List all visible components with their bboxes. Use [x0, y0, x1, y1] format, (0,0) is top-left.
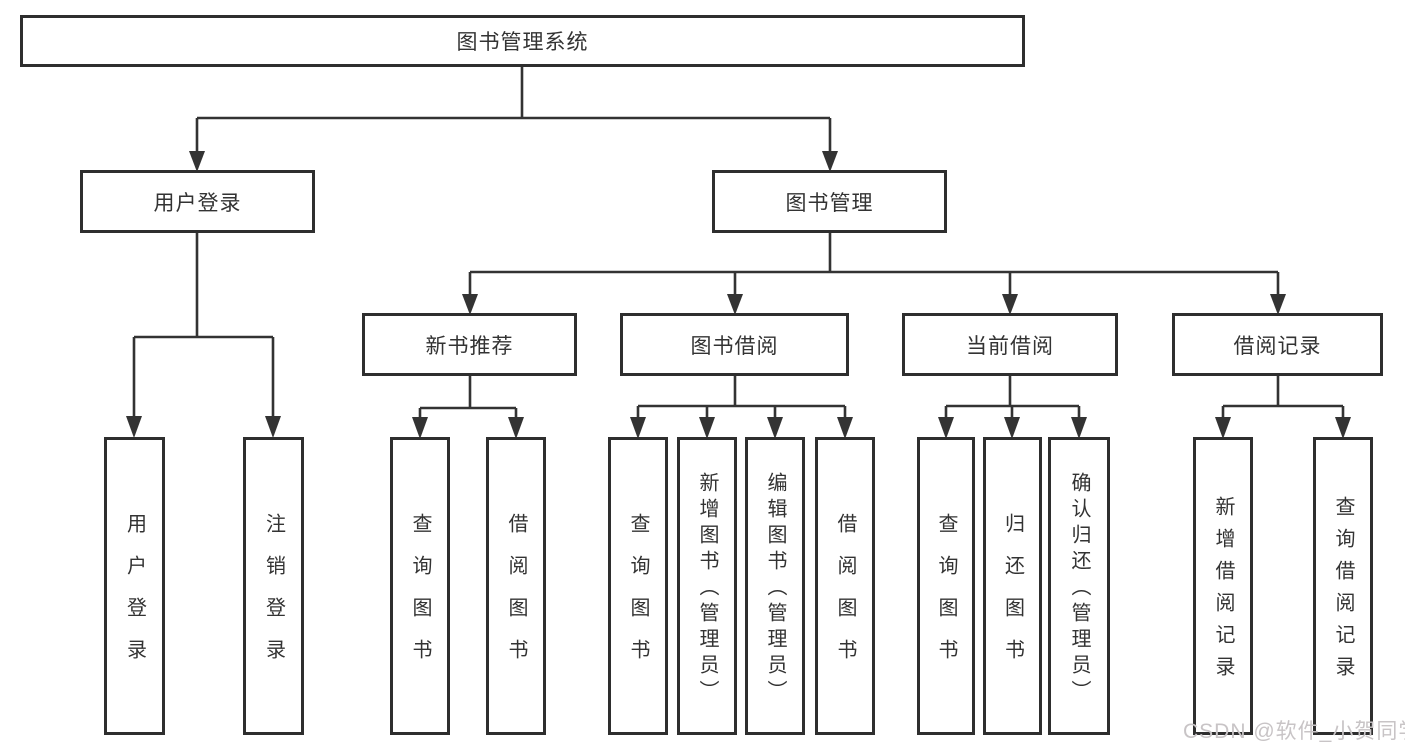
- leaf-label: 借阅图书: [505, 513, 527, 681]
- leaf-edit-books-admin: 编辑图书（管理员）: [745, 437, 805, 735]
- leaf-borrow-books-1: 借阅图书: [486, 437, 546, 735]
- node-system-root: 图书管理系统: [20, 15, 1025, 67]
- csdn-watermark: CSDN @软件_小贺同学: [1183, 720, 1405, 743]
- leaf-label: 新增图书（管理员）: [696, 472, 718, 706]
- leaf-query-books-1: 查询图书: [390, 437, 450, 735]
- leaf-label: 查询图书: [409, 513, 431, 681]
- node-borrow-record: 借阅记录: [1172, 313, 1383, 376]
- leaf-return-books: 归还图书: [983, 437, 1042, 735]
- node-label: 当前借阅: [966, 334, 1054, 358]
- leaf-label: 归还图书: [1001, 513, 1024, 681]
- leaf-add-books-admin: 新增图书（管理员）: [677, 437, 737, 735]
- leaf-label: 注销登录: [262, 513, 285, 681]
- arrowhead-icons: [126, 151, 1351, 439]
- leaf-query-borrow-record: 查询借阅记录: [1313, 437, 1373, 735]
- leaf-label: 用户登录: [123, 513, 146, 681]
- leaf-borrow-books-2: 借阅图书: [815, 437, 875, 735]
- leaf-label: 借阅图书: [834, 513, 856, 681]
- node-label: 图书管理系统: [456, 31, 589, 54]
- leaf-label: 确认归还（管理员）: [1068, 472, 1090, 706]
- node-new-book-recommend: 新书推荐: [362, 313, 577, 376]
- leaf-label: 查询借阅记录: [1332, 496, 1354, 688]
- leaf-label: 新增借阅记录: [1212, 496, 1234, 688]
- node-user-login: 用户登录: [80, 170, 315, 233]
- leaf-label: 查询图书: [935, 513, 957, 681]
- node-label: 图书管理: [785, 191, 874, 215]
- leaf-query-books-2: 查询图书: [608, 437, 668, 735]
- leaf-label: 编辑图书（管理员）: [764, 472, 786, 706]
- node-current-borrow: 当前借阅: [902, 313, 1118, 376]
- leaf-label: 查询图书: [627, 513, 649, 681]
- node-label: 新书推荐: [425, 334, 514, 358]
- node-label: 用户登录: [153, 191, 242, 215]
- node-book-management: 图书管理: [712, 170, 947, 233]
- node-label: 图书借阅: [690, 334, 779, 358]
- node-label: 借阅记录: [1233, 334, 1322, 358]
- leaf-add-borrow-record: 新增借阅记录: [1193, 437, 1253, 735]
- leaf-logout: 注销登录: [243, 437, 304, 735]
- leaf-confirm-return-admin: 确认归还（管理员）: [1048, 437, 1110, 735]
- leaf-user-login: 用户登录: [104, 437, 165, 735]
- leaf-query-books-3: 查询图书: [917, 437, 975, 735]
- node-book-borrow: 图书借阅: [620, 313, 849, 376]
